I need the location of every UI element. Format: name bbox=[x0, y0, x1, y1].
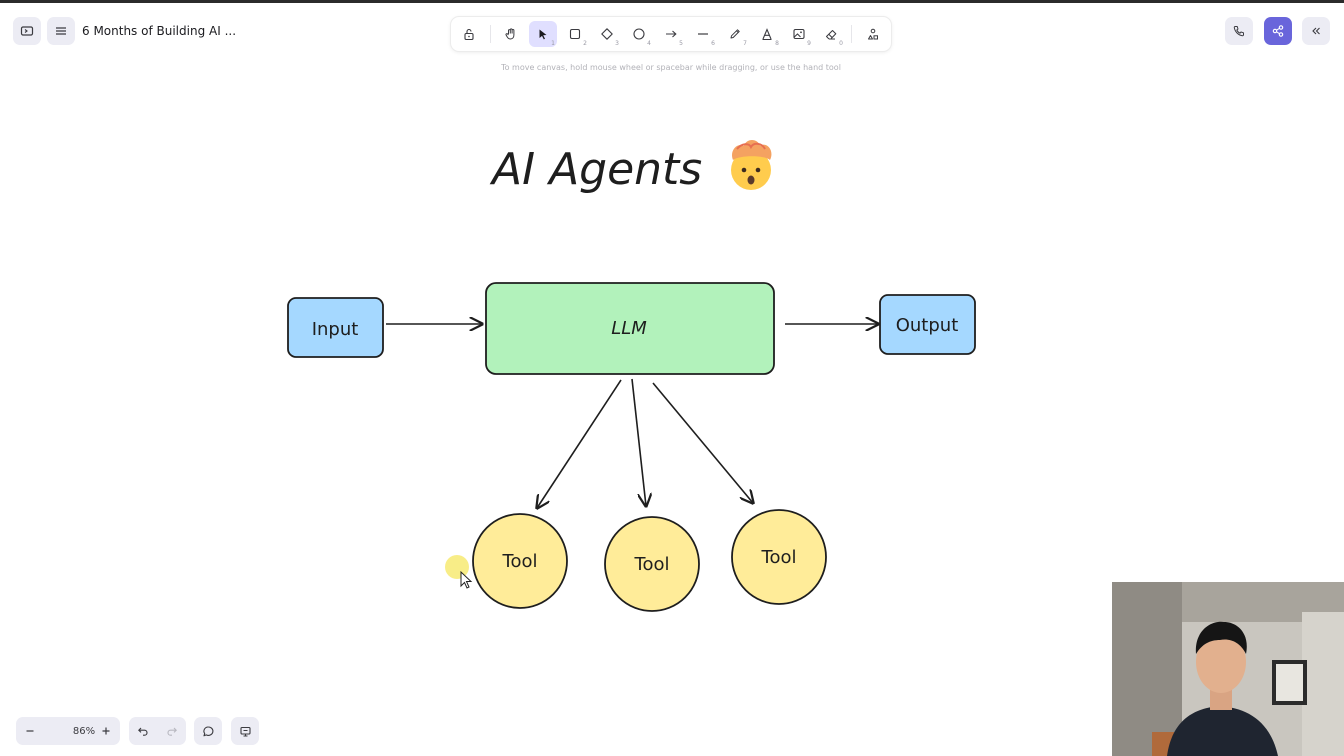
image-icon bbox=[793, 28, 805, 40]
window-top-strip bbox=[0, 0, 1344, 3]
line-icon bbox=[698, 33, 708, 35]
arrow-llm-to-tool-1[interactable] bbox=[537, 379, 622, 508]
laser-pointer-dot bbox=[445, 555, 469, 579]
call-button[interactable] bbox=[1225, 17, 1253, 45]
zoom-out-button[interactable] bbox=[16, 717, 44, 745]
eraser-icon bbox=[825, 29, 837, 40]
redo-icon bbox=[167, 727, 177, 736]
shapes-library-icon bbox=[868, 28, 878, 40]
webcam-video-overlay bbox=[1112, 582, 1344, 756]
minus-icon bbox=[26, 730, 34, 732]
tool-hand[interactable] bbox=[497, 21, 525, 47]
tool-ellipse[interactable]: 4 bbox=[625, 21, 653, 47]
tool-lock[interactable] bbox=[455, 21, 483, 47]
hand-icon bbox=[505, 28, 515, 40]
diamond-icon bbox=[601, 28, 613, 40]
comment-icon bbox=[202, 725, 213, 736]
comments-button[interactable] bbox=[194, 717, 222, 745]
mouse-cursor-icon bbox=[460, 570, 473, 589]
shape-toolbar: 1 2 3 4 5 6 7 bbox=[451, 17, 891, 51]
input-node[interactable]: Input bbox=[287, 297, 384, 358]
shortcut-label: 5 bbox=[679, 40, 683, 47]
shortcut-label: 3 bbox=[615, 40, 619, 47]
unlock-icon bbox=[464, 28, 474, 41]
toolbar-separator bbox=[490, 25, 491, 43]
phone-icon bbox=[1233, 26, 1244, 37]
presentation-button[interactable] bbox=[231, 717, 259, 745]
llm-node-label: LLM bbox=[611, 318, 647, 339]
exploding-head-emoji-icon[interactable] bbox=[731, 140, 772, 190]
pointer-icon bbox=[539, 29, 547, 40]
zoom-in-button[interactable] bbox=[92, 717, 120, 745]
tool-node-3-label: Tool bbox=[761, 547, 797, 568]
output-node[interactable]: Output bbox=[879, 294, 976, 355]
input-node-label: Input bbox=[312, 319, 359, 340]
rectangle-icon bbox=[569, 28, 581, 40]
collapse-sidebar-button[interactable] bbox=[1302, 17, 1330, 45]
tool-node-2[interactable]: Tool bbox=[604, 516, 700, 612]
output-node-label: Output bbox=[896, 315, 959, 336]
presentation-icon bbox=[239, 726, 251, 736]
sidebar-toggle-button[interactable] bbox=[13, 17, 41, 45]
tool-node-3[interactable]: Tool bbox=[731, 509, 827, 605]
share-icon bbox=[1272, 25, 1284, 37]
shortcut-label: 0 bbox=[839, 40, 843, 47]
zoom-controls: 86% bbox=[16, 717, 120, 745]
shortcut-label: 4 bbox=[647, 40, 651, 47]
tool-rectangle[interactable]: 2 bbox=[561, 21, 589, 47]
tool-node-1-label: Tool bbox=[502, 551, 538, 572]
tool-selection[interactable]: 1 bbox=[529, 21, 557, 47]
history-controls bbox=[129, 717, 186, 745]
chevrons-left-icon bbox=[1312, 27, 1320, 35]
diagram-title[interactable]: AI Agents bbox=[489, 144, 702, 195]
shortcut-label: 6 bbox=[711, 40, 715, 47]
plus-icon bbox=[102, 727, 110, 735]
canvas-hint: To move canvas, hold mouse wheel or spac… bbox=[501, 63, 841, 72]
tool-diamond[interactable]: 3 bbox=[593, 21, 621, 47]
arrow-icon bbox=[666, 30, 677, 38]
tool-draw[interactable]: 7 bbox=[721, 21, 749, 47]
tool-image[interactable]: 9 bbox=[785, 21, 813, 47]
shortcut-label: 2 bbox=[583, 40, 587, 47]
main-menu-button[interactable] bbox=[47, 17, 75, 45]
shortcut-label: 9 bbox=[807, 40, 811, 47]
shortcut-label: 8 bbox=[775, 40, 779, 47]
tool-line[interactable]: 6 bbox=[689, 21, 717, 47]
text-icon bbox=[762, 28, 772, 40]
tool-text[interactable]: 8 bbox=[753, 21, 781, 47]
shortcut-label: 7 bbox=[743, 40, 747, 47]
share-button[interactable] bbox=[1264, 17, 1292, 45]
tool-node-2-label: Tool bbox=[634, 554, 670, 575]
undo-button[interactable] bbox=[129, 717, 157, 745]
tool-eraser[interactable]: 0 bbox=[817, 21, 845, 47]
hamburger-icon bbox=[56, 27, 66, 35]
arrow-llm-to-tool-2[interactable] bbox=[631, 378, 646, 506]
redo-button[interactable] bbox=[158, 717, 186, 745]
ellipse-icon bbox=[633, 28, 645, 40]
document-title[interactable]: 6 Months of Building AI ... bbox=[82, 24, 237, 38]
llm-node[interactable]: LLM bbox=[485, 282, 775, 375]
tool-arrow[interactable]: 5 bbox=[657, 21, 685, 47]
tool-more[interactable] bbox=[859, 21, 887, 47]
shortcut-label: 1 bbox=[551, 40, 555, 47]
undo-icon bbox=[138, 727, 148, 736]
tool-node-1[interactable]: Tool bbox=[472, 513, 568, 609]
pencil-icon bbox=[730, 29, 740, 39]
sidebar-toggle-icon bbox=[20, 26, 34, 36]
arrow-llm-to-tool-3[interactable] bbox=[652, 382, 753, 503]
toolbar-separator bbox=[851, 25, 852, 43]
zoom-level[interactable]: 86% bbox=[72, 725, 96, 737]
